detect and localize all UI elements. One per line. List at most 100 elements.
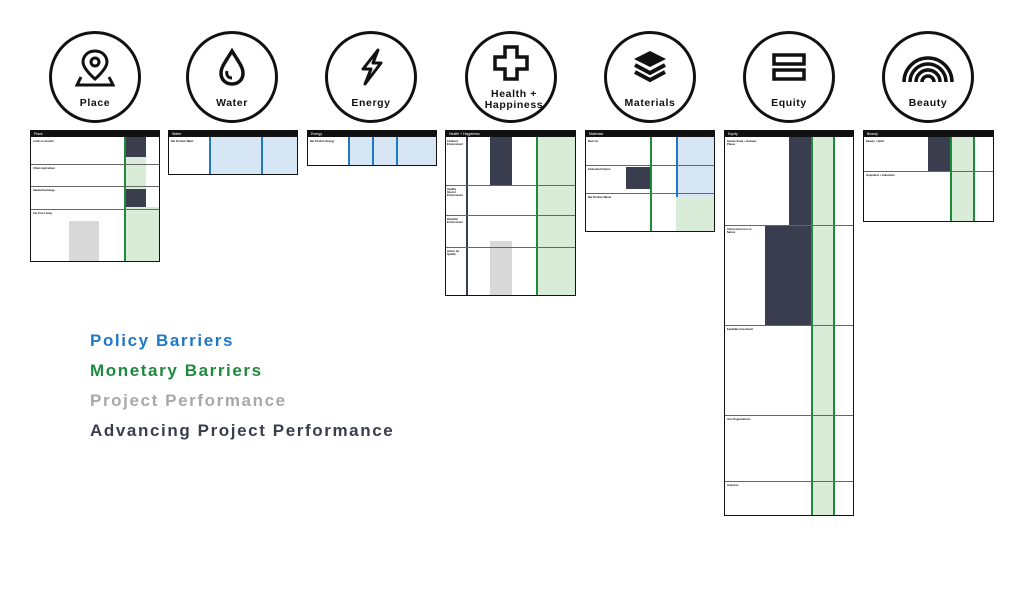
water-label: Water <box>216 97 248 109</box>
row-divider <box>725 415 853 416</box>
health-row-4: Indoor Air Quality <box>447 250 460 256</box>
health-label: Health + Happiness <box>484 88 544 111</box>
stacked-layers-icon <box>634 51 666 83</box>
legend-monetary-barriers: Monetary Barriers <box>90 361 263 380</box>
health-matrix-header: Health + Happiness <box>446 131 575 137</box>
monetary-divider <box>124 137 126 261</box>
row-divider <box>725 481 853 482</box>
advancing-column <box>928 137 950 171</box>
monetary-divider <box>950 137 952 221</box>
performance-column <box>466 137 490 295</box>
equity-matrix-header: Equity <box>725 131 853 137</box>
health-row-1: Civilized Environment <box>447 140 463 146</box>
place-row-4: Car Free Living <box>33 212 52 215</box>
performance-column <box>789 325 811 515</box>
beauty-petal: Beauty <box>882 31 974 123</box>
monetary-column <box>124 157 146 189</box>
equity-matrix: Equity Human Scale + Humane Places Unive… <box>724 130 854 516</box>
monetary-column <box>950 137 973 221</box>
materials-row-2: Embodied Carbon <box>588 168 611 171</box>
health-petal: Health + Happiness <box>465 31 557 123</box>
equity-row-1: Human Scale + Humane Places <box>727 140 757 146</box>
legend-policy-barriers: Policy Barriers <box>90 331 235 350</box>
advancing-column <box>490 137 512 185</box>
row-divider <box>586 193 714 194</box>
equity-row-3: Equitable Investment <box>727 328 754 331</box>
row-divider <box>725 325 853 326</box>
advancing-column <box>124 189 146 207</box>
materials-row-3: Net Positive Waste <box>588 196 612 199</box>
policy-column <box>676 137 714 197</box>
monetary-column <box>811 137 833 515</box>
health-row-3: Biophilic Environment <box>447 218 463 224</box>
advancing-column <box>765 225 789 325</box>
plus-cross-icon <box>493 45 529 81</box>
performance-column <box>69 221 99 261</box>
materials-petal: Materials <box>604 31 696 123</box>
policy-divider <box>372 137 374 165</box>
materials-label: Materials <box>624 97 676 109</box>
equity-row-4: Just Organizations <box>727 418 751 421</box>
advancing-column <box>626 167 650 189</box>
map-pin-icon <box>75 49 115 87</box>
energy-matrix-header: Energy <box>308 131 436 137</box>
water-matrix: Water Net Positive Water <box>168 130 298 175</box>
row-divider <box>446 247 575 248</box>
monetary-column <box>124 207 159 261</box>
place-row-1: Limits to Growth <box>33 140 54 143</box>
materials-row-1: Red List <box>588 140 599 143</box>
monetary-divider <box>973 137 975 221</box>
equity-label: Equity <box>771 97 807 109</box>
advancing-divider <box>466 137 468 295</box>
legend-advancing-project-performance: Advancing Project Performance <box>90 421 395 440</box>
health-matrix: Health + Happiness Civilized Environment… <box>445 130 576 296</box>
monetary-divider <box>811 137 813 515</box>
policy-divider <box>348 137 350 165</box>
rainbow-arc-icon <box>902 56 954 83</box>
place-petal: Place <box>49 31 141 123</box>
place-row-3: Habitat Exchange <box>33 189 55 192</box>
beauty-row-2: Inspiration + Education <box>866 174 895 177</box>
monetary-divider <box>833 137 835 515</box>
row-divider <box>31 186 159 187</box>
beauty-matrix-header: Beauty <box>864 131 993 137</box>
row-divider <box>31 164 159 165</box>
energy-label: Energy <box>351 97 391 109</box>
row-divider <box>446 185 575 186</box>
beauty-row-1: Beauty + Spirit <box>866 140 885 143</box>
row-divider <box>725 225 853 226</box>
energy-row-1: Net Positive Energy <box>310 140 335 143</box>
equal-bars-icon <box>772 53 806 81</box>
row-divider <box>586 165 714 166</box>
equity-petal: Equity <box>743 31 835 123</box>
materials-matrix-header: Materials <box>586 131 714 137</box>
water-row-1: Net Positive Water <box>171 140 194 143</box>
lightning-bolt-icon <box>361 48 383 86</box>
policy-divider <box>676 137 678 197</box>
policy-column <box>348 137 436 165</box>
beauty-matrix: Beauty Beauty + Spirit Inspiration + Edu… <box>863 130 994 222</box>
policy-divider <box>261 137 263 174</box>
legend-project-performance: Project Performance <box>90 391 287 410</box>
monetary-divider <box>536 137 538 295</box>
energy-matrix: Energy Net Positive Energy <box>307 130 437 166</box>
row-divider <box>864 171 993 172</box>
water-matrix-header: Water <box>169 131 297 137</box>
beauty-label: Beauty <box>908 97 948 109</box>
monetary-column <box>536 137 575 295</box>
performance-column <box>490 241 512 295</box>
energy-petal: Energy <box>325 31 417 123</box>
advancing-column <box>789 137 811 325</box>
health-row-2: Healthy Interior Environment <box>447 188 463 197</box>
place-matrix: Place Limits to Growth Urban Agriculture… <box>30 130 160 262</box>
monetary-divider <box>650 137 652 231</box>
place-label: Place <box>79 97 111 109</box>
equity-row-5: Inclusion <box>727 484 739 487</box>
materials-matrix: Materials Red List Embodied Carbon Net P… <box>585 130 715 232</box>
policy-divider <box>396 137 398 165</box>
water-petal: Water <box>186 31 278 123</box>
row-divider <box>31 209 159 210</box>
place-matrix-header: Place <box>31 131 159 137</box>
monetary-column <box>676 197 714 231</box>
place-row-2: Urban Agriculture <box>33 167 55 170</box>
